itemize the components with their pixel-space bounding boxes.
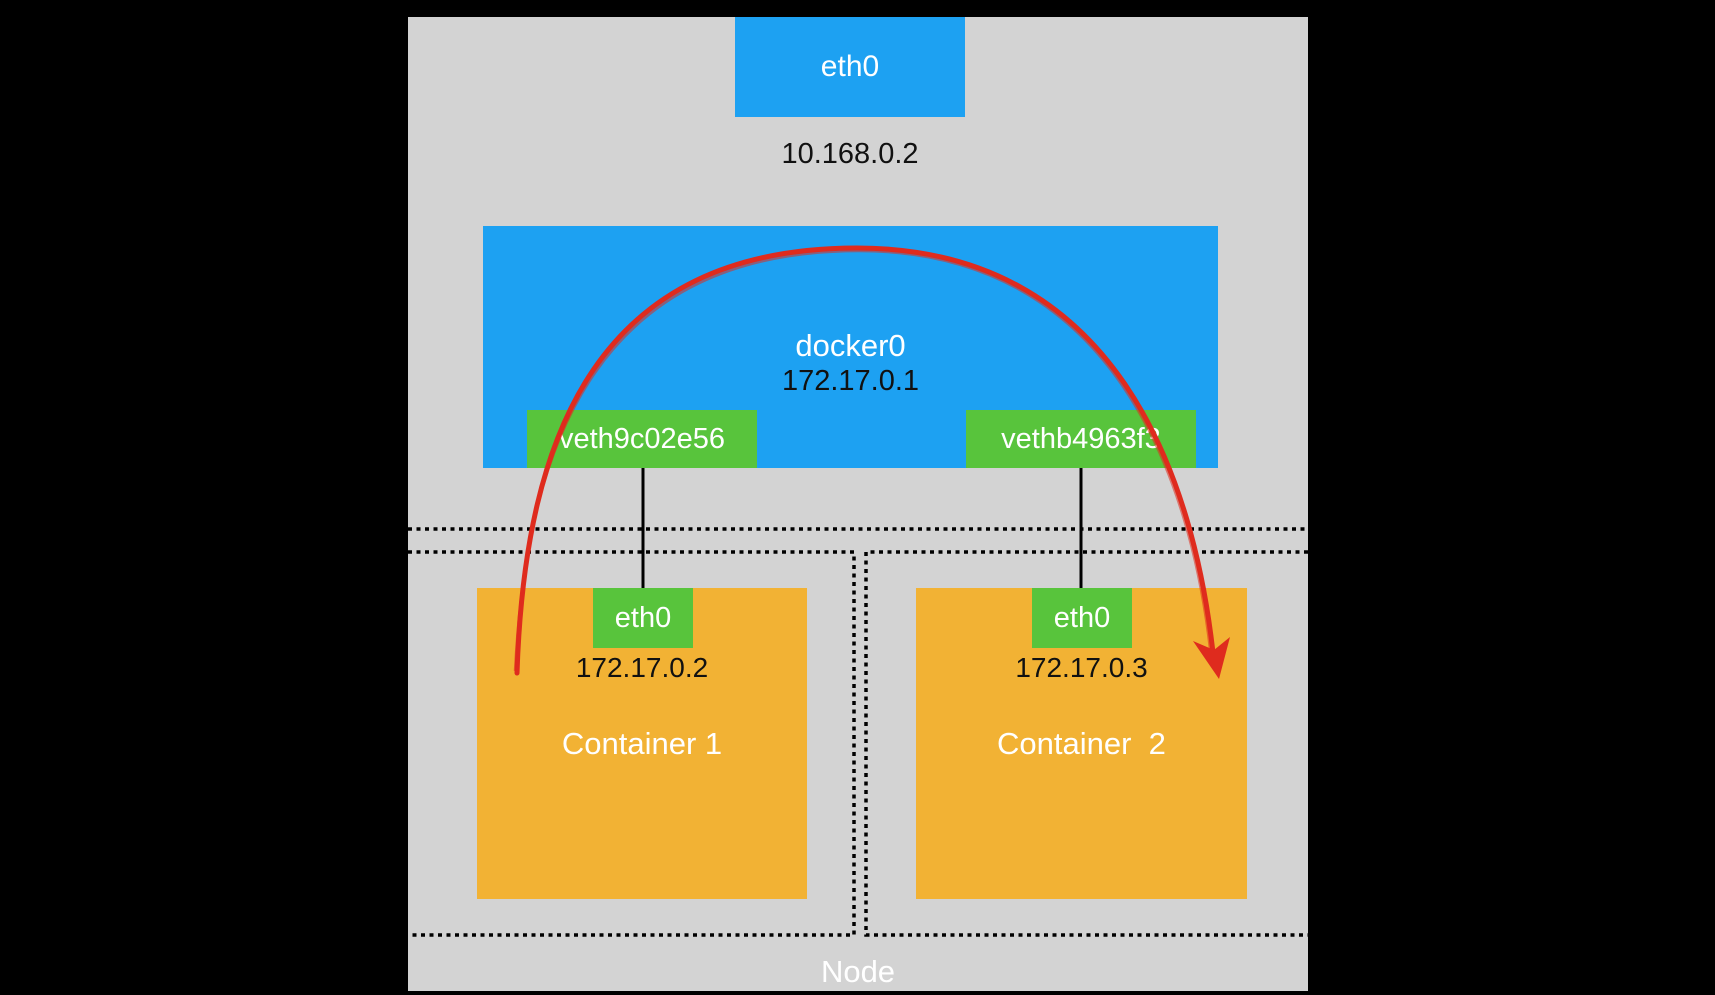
host-ip-label: 10.168.0.2	[781, 138, 919, 170]
veth-left-box: veth9c02e56	[527, 410, 757, 468]
node-label: Node	[820, 954, 896, 989]
container-2-ip-label: 172.17.0.3	[1015, 652, 1148, 683]
container-1-eth0-box: eth0	[593, 588, 693, 648]
container-1-box: eth0 172.17.0.2 Container 1	[477, 588, 807, 899]
veth-right-box: vethb4963f3	[966, 410, 1196, 468]
container-2-name-label: Container 2	[997, 726, 1166, 761]
container-2-eth0-label: eth0	[1053, 601, 1111, 634]
node-boundary: eth0 10.168.0.2 docker0 172.17.0.1 veth9…	[408, 17, 1308, 991]
veth-right-label: vethb4963f3	[1001, 422, 1161, 455]
veth-left-label: veth9c02e56	[558, 422, 726, 455]
host-eth0-box: eth0	[735, 17, 965, 117]
container-1-ip-label: 172.17.0.2	[575, 652, 709, 683]
docker0-label: docker0	[795, 328, 906, 363]
container-1-eth0-label: eth0	[614, 601, 672, 634]
docker0-ip-label: 172.17.0.1	[781, 365, 920, 397]
container-2-eth0-box: eth0	[1032, 588, 1132, 648]
host-eth0-label: eth0	[820, 50, 880, 83]
container-1-name-label: Container 1	[561, 726, 723, 761]
container-2-box: eth0 172.17.0.3 Container 2	[916, 588, 1247, 899]
